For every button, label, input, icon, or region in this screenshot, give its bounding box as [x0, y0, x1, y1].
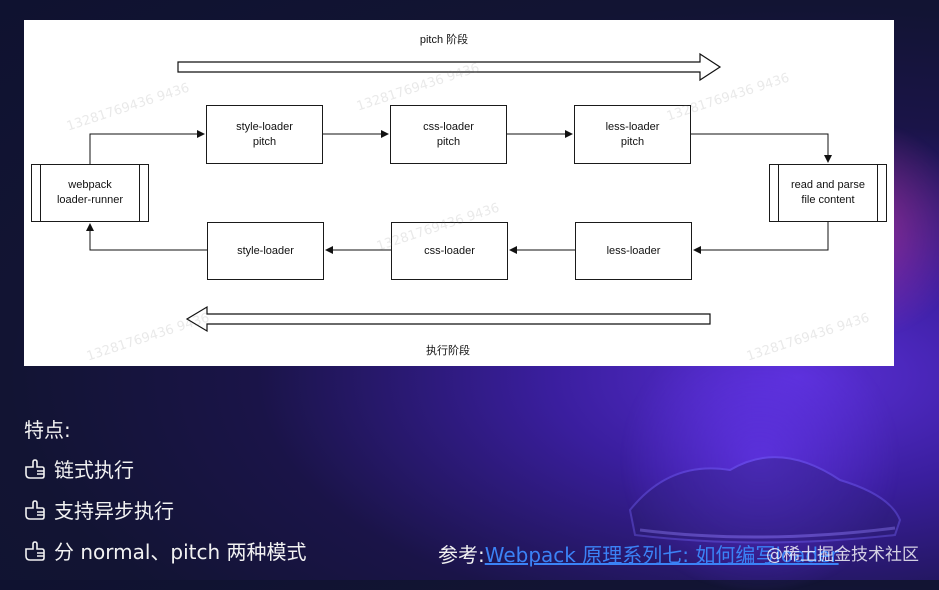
- reference-link[interactable]: Webpack 原理系列七: 如何编写loader: [484, 543, 839, 567]
- node-less-loader-pitch: less-loader pitch: [574, 105, 691, 164]
- feature-item: 链式执行: [24, 448, 307, 489]
- pointing-hand-icon: [25, 458, 45, 479]
- feature-text: 分 normal、pitch 两种模式: [54, 540, 307, 564]
- exec-phase-label: 执行阶段: [426, 345, 470, 357]
- background-glow-purple: [610, 330, 910, 590]
- feature-text: 支持异步执行: [54, 499, 174, 523]
- node-css-loader: css-loader: [391, 222, 508, 280]
- juejin-credit-watermark: @稀土掘金技术社区: [766, 545, 919, 565]
- feature-text: 链式执行: [54, 458, 134, 482]
- loader-flow-diagram: pitch 阶段 执行阶段 webpack loader-runner styl…: [24, 20, 894, 366]
- features-title: 特点:: [24, 418, 71, 442]
- pointing-hand-icon: [25, 540, 45, 561]
- pointing-hand-icon: [25, 499, 45, 520]
- diagram-connectors: [86, 52, 832, 333]
- feature-item: 分 normal、pitch 两种模式: [24, 530, 307, 571]
- exec-phase-arrow: [185, 305, 711, 333]
- features-section: 特点: 链式执行 支持异步执行 分 normal、pitch 两种模式: [24, 412, 307, 571]
- reference-label: 参考:: [438, 543, 485, 567]
- node-less-loader: less-loader: [575, 222, 692, 280]
- node-read-parse-file: read and parse file content: [769, 164, 887, 222]
- pitch-phase-label: pitch 阶段: [419, 34, 469, 46]
- feature-item: 支持异步执行: [24, 489, 307, 530]
- pitch-phase-arrow: [177, 52, 722, 82]
- reference: 参考: Webpack 原理系列七: 如何编写loader: [438, 539, 839, 568]
- node-webpack-loader-runner: webpack loader-runner: [31, 164, 149, 222]
- node-style-loader-pitch: style-loader pitch: [206, 105, 323, 164]
- node-css-loader-pitch: css-loader pitch: [390, 105, 507, 164]
- node-style-loader: style-loader: [207, 222, 324, 280]
- sneaker-illustration: [628, 456, 902, 544]
